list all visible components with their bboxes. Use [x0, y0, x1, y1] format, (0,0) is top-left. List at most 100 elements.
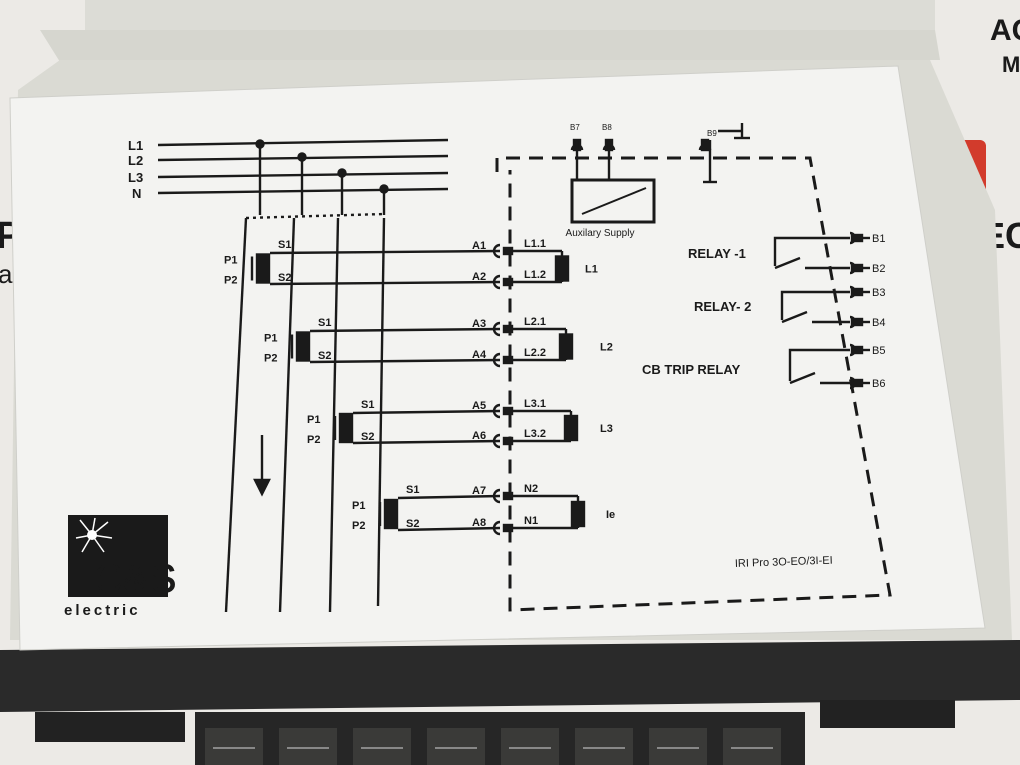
coil-input-label: N1 — [524, 515, 538, 527]
terminal-screws — [205, 728, 781, 765]
junction-dot — [379, 184, 389, 194]
line-label-l2: L2 — [128, 153, 143, 168]
housing-lip — [40, 30, 940, 62]
terminal-pin — [502, 406, 514, 416]
coil-input-label: L2.1 — [524, 316, 546, 328]
relay-contact — [789, 371, 816, 385]
relay-terminal-label: B4 — [872, 317, 885, 329]
terminal-label: A3 — [472, 318, 486, 330]
coil-input-label: L1.1 — [524, 238, 546, 250]
relay-coil — [554, 255, 570, 282]
ct-group — [250, 138, 712, 536]
wiring-diagram — [157, 123, 892, 613]
ct-s2-label: S2 — [361, 431, 374, 443]
terminal-screw — [575, 728, 633, 765]
terminal-screw — [279, 728, 337, 765]
terminal-label: A6 — [472, 430, 486, 442]
junction-dot — [255, 139, 265, 149]
terminal-screw — [723, 728, 781, 765]
terminal-pin — [850, 378, 864, 388]
relay-contact-wire — [773, 236, 850, 266]
terminal-icon — [492, 403, 501, 419]
terminal-pin — [850, 345, 864, 355]
coil-label: L3 — [600, 423, 613, 435]
line-label-l3: L3 — [128, 170, 143, 185]
ct-p2-label: P2 — [307, 434, 320, 446]
terminal-icon — [492, 321, 501, 337]
relay-enclosure — [495, 156, 892, 612]
terminal-icon — [492, 274, 501, 290]
relay-contact — [774, 256, 801, 270]
label-sticker — [9, 65, 986, 651]
terminal-screw — [427, 728, 485, 765]
coil-input-label: L3.1 — [524, 398, 546, 410]
relay-contact — [781, 310, 808, 324]
terminal-screw — [353, 728, 411, 765]
terminal-pin — [700, 138, 710, 152]
diagram-text: L1 L2 L3 N B7 B8 B9 Auxilary Supply RELA… — [64, 123, 885, 619]
terminal-b7: B7 — [570, 123, 580, 132]
cb-trip-relay-label: CB TRIP RELAY — [642, 362, 741, 377]
line-label-n: N — [132, 186, 141, 201]
coil-input-label: N2 — [524, 483, 538, 495]
relay-group — [773, 231, 870, 390]
ct-p1-label: P1 — [352, 500, 365, 512]
relay-terminal-label: B3 — [872, 287, 885, 299]
ct-core — [255, 253, 271, 284]
down-arrow-icon — [253, 478, 271, 497]
aux-supply-slash — [581, 187, 647, 215]
terminal-label: A4 — [472, 349, 487, 361]
ct-p2-label: P2 — [352, 520, 365, 532]
coil-label: L2 — [600, 342, 613, 354]
ct-s2-wire — [309, 358, 501, 364]
ct-core — [383, 498, 399, 530]
sign-text-m: M — [1002, 52, 1020, 77]
relay-terminal-label: B1 — [872, 233, 885, 245]
aux-supply-label: Auxilary Supply — [566, 228, 635, 239]
terminal-pin — [850, 287, 864, 297]
relay-terminal-label: B6 — [872, 378, 885, 390]
relay-contact-wire — [780, 290, 850, 320]
terminal-label: A5 — [472, 400, 486, 412]
terminal-label: A7 — [472, 485, 486, 497]
wire-l1 — [224, 217, 248, 613]
coil-input-label: L3.2 — [524, 428, 546, 440]
coil-label: L1 — [585, 264, 598, 276]
terminal-label: A8 — [472, 517, 486, 529]
ct-s1-label: S1 — [318, 317, 331, 329]
terminal-label: A2 — [472, 271, 486, 283]
relay-coil — [570, 500, 586, 528]
base-foot-left — [35, 712, 185, 742]
ct-s1-label: S1 — [406, 484, 419, 496]
terminal-pin — [850, 317, 864, 327]
junction-dot — [297, 152, 307, 162]
junction-dot — [337, 168, 347, 178]
ct-p1-label: P1 — [307, 414, 320, 426]
ct-s2-label: S2 — [406, 518, 419, 530]
ct-p2-label: P2 — [224, 275, 237, 287]
model-label: IRI Pro 3O-EO/3I-EI — [735, 555, 833, 570]
terminal-screw — [205, 728, 263, 765]
terminal-icon — [492, 520, 501, 536]
terminal-b8: B8 — [602, 123, 612, 132]
terminal-b9: B9 — [707, 129, 717, 138]
terminal-pin — [850, 263, 864, 273]
relay-terminal-label: B2 — [872, 263, 885, 275]
ct-p1-label: P1 — [264, 333, 277, 345]
relay-2-label: RELAY- 2 — [694, 299, 751, 314]
aux-supply-box — [570, 178, 656, 224]
ct-s2-label: S2 — [278, 272, 291, 284]
sign-text-top: AC — [990, 14, 1020, 47]
line-label-l1: L1 — [128, 138, 143, 153]
relay-terminal-label: B5 — [872, 345, 885, 357]
terminal-icon — [492, 243, 501, 259]
base-foot-right — [820, 700, 955, 728]
terminal-label: A1 — [472, 240, 486, 252]
brand-tagline: electric — [64, 602, 141, 619]
terminal-icon — [492, 433, 501, 449]
ct-s1-wire — [397, 494, 501, 500]
ct-s2-wire — [352, 439, 501, 445]
ct-p1-label: P1 — [224, 255, 237, 267]
ct-s2-wire — [269, 280, 501, 286]
